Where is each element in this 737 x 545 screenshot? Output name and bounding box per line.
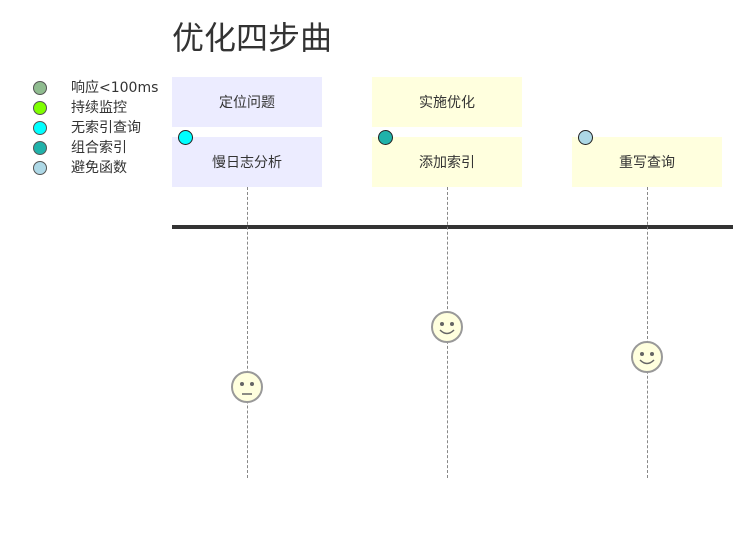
legend-dot-icon: [33, 161, 47, 175]
actor-marker-icon: [378, 130, 393, 145]
page-title: 优化四步曲: [172, 19, 333, 57]
legend-label: 避免函数: [71, 160, 127, 176]
neutral-face-icon: [231, 371, 263, 403]
happy-face-icon: [631, 341, 663, 373]
task-box: 重写查询: [572, 137, 722, 187]
legend-dot-icon: [33, 101, 47, 115]
section-header: 实施优化: [372, 77, 522, 127]
legend-dot-icon: [33, 141, 47, 155]
legend-label: 组合索引: [71, 140, 127, 156]
legend-dot-icon: [33, 81, 47, 95]
task-box: 慢日志分析: [172, 137, 322, 187]
legend-label: 持续监控: [71, 100, 127, 116]
timeline-axis: [172, 225, 733, 229]
task-connector-line: [647, 187, 648, 478]
legend-label: 响应<100ms: [71, 80, 159, 96]
task-box: 添加索引: [372, 137, 522, 187]
actor-marker-icon: [178, 130, 193, 145]
section-header: 定位问题: [172, 77, 322, 127]
legend-label: 无索引查询: [71, 120, 141, 136]
actor-marker-icon: [578, 130, 593, 145]
happy-face-icon: [431, 311, 463, 343]
legend-dot-icon: [33, 121, 47, 135]
task-connector-line: [247, 187, 248, 478]
